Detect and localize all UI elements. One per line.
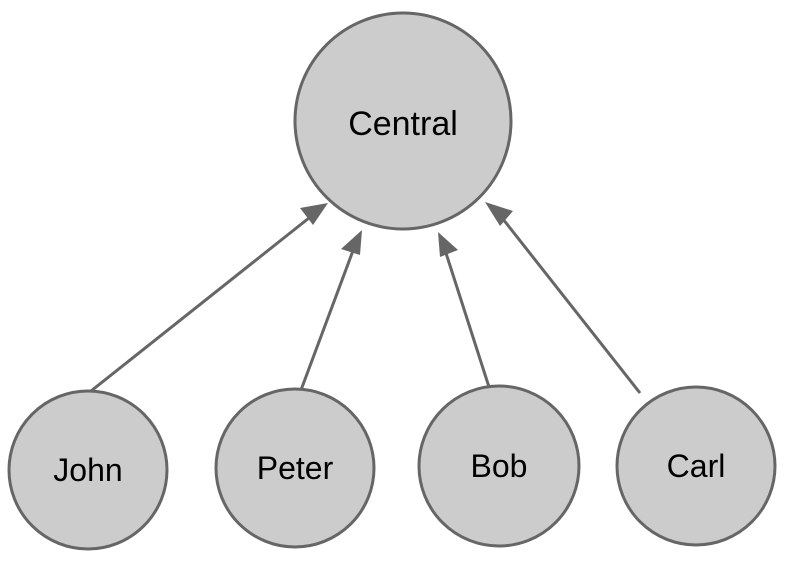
node-label-bob: Bob xyxy=(471,448,528,484)
edge-line xyxy=(299,247,356,391)
node-circle xyxy=(615,385,777,547)
edge-bob-to-central[interactable] xyxy=(438,232,491,388)
node-bob[interactable]: Bob xyxy=(417,384,581,548)
node-label-john: John xyxy=(53,452,122,488)
node-circle xyxy=(214,387,376,549)
node-circle xyxy=(7,389,169,551)
node-layer: Central John Peter Bob Carl xyxy=(7,11,777,551)
arrowhead-icon xyxy=(485,202,513,226)
node-circle xyxy=(417,384,581,548)
arrowhead-icon xyxy=(341,230,362,255)
edge-peter-to-central[interactable] xyxy=(299,230,362,391)
edge-layer xyxy=(90,202,642,394)
node-central[interactable]: Central xyxy=(293,11,513,231)
arrowhead-icon xyxy=(438,232,458,257)
arrowhead-icon xyxy=(300,203,328,225)
node-label-carl: Carl xyxy=(667,448,726,484)
node-john[interactable]: John xyxy=(7,389,169,551)
edge-carl-to-central[interactable] xyxy=(485,202,642,394)
edge-line xyxy=(497,213,642,394)
edge-line xyxy=(90,212,315,393)
edge-line xyxy=(443,249,491,388)
node-carl[interactable]: Carl xyxy=(615,385,777,547)
node-peter[interactable]: Peter xyxy=(214,387,376,549)
node-label-peter: Peter xyxy=(257,450,334,486)
node-circle xyxy=(293,11,513,231)
edge-john-to-central[interactable] xyxy=(90,203,328,393)
node-label-central: Central xyxy=(348,105,458,143)
